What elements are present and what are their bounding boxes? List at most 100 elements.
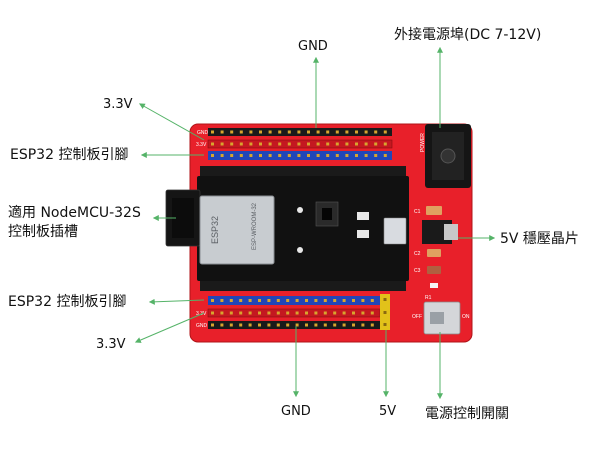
header-pin	[345, 130, 349, 134]
label-3v3-bottom: 3.3V	[96, 337, 126, 352]
header-pin	[211, 323, 214, 327]
header-pin	[276, 323, 280, 327]
label-5v-bottom: 5V	[379, 404, 397, 419]
header-pin	[383, 298, 387, 301]
header-pin	[239, 154, 243, 157]
header-pin	[345, 142, 349, 146]
header-pin	[383, 323, 387, 326]
header-pin	[239, 299, 243, 302]
header-pin	[286, 323, 290, 327]
header-pin	[211, 299, 214, 302]
label-gnd-top: GND	[298, 39, 328, 54]
header-pin	[220, 323, 224, 327]
header-pin	[249, 154, 253, 157]
header-pin	[342, 311, 346, 315]
header-pin	[355, 154, 358, 157]
silk-off: OFF	[412, 314, 422, 320]
arrow-esp32-pins-bottom	[148, 298, 205, 305]
header-pin	[220, 154, 224, 157]
header-pin	[314, 323, 318, 327]
header-pin	[276, 311, 280, 315]
header-pin	[307, 154, 310, 157]
header-pin	[355, 130, 358, 134]
label-power-switch: 電源控制開關	[425, 406, 509, 422]
header-pin	[295, 323, 299, 327]
header-pin	[333, 299, 337, 302]
header-pin	[286, 299, 290, 302]
header-pin	[333, 311, 337, 315]
label-socket-line1: 適用 NodeMCU-32S	[8, 205, 141, 221]
header-pin	[220, 311, 224, 315]
header-pin	[383, 130, 387, 134]
header-pin	[278, 154, 282, 157]
header-pin	[342, 323, 346, 327]
capacitor	[427, 266, 441, 274]
header-pin	[333, 323, 337, 327]
silk-on: ON	[462, 314, 470, 320]
bottom-signal-header	[208, 296, 380, 305]
top-gnd-header	[208, 128, 392, 136]
header-pin	[345, 154, 349, 157]
header-pin	[259, 142, 262, 146]
header-pin	[211, 311, 214, 315]
header-pin	[249, 142, 253, 146]
header-pin	[230, 130, 234, 134]
led	[430, 283, 438, 288]
header-pin	[220, 299, 224, 302]
header-pin	[335, 130, 339, 134]
capacitor	[427, 249, 441, 257]
header-pin	[267, 323, 271, 327]
header-pin	[295, 311, 299, 315]
header-pin	[364, 142, 368, 146]
header-pin	[361, 311, 365, 315]
header-pin	[229, 323, 233, 327]
header-pin	[364, 154, 368, 157]
header-pin	[239, 311, 243, 315]
header-pin	[326, 154, 330, 157]
header-pin	[323, 299, 327, 302]
5v-header	[380, 294, 390, 330]
header-pin	[295, 299, 299, 302]
header-pin	[335, 154, 339, 157]
silk-gnd-top: GND	[197, 130, 209, 136]
header-pin	[374, 142, 378, 146]
header-pin	[364, 130, 368, 134]
header-pin	[278, 142, 282, 146]
label-esp32-pins-top: ESP32 控制板引腳	[10, 147, 129, 163]
header-pin	[305, 323, 308, 327]
header-pin	[383, 311, 387, 314]
header-pin	[297, 142, 301, 146]
header-pin	[229, 311, 233, 315]
header-pin	[229, 299, 233, 302]
power-switch	[423, 301, 461, 335]
silk-3v3-top: 3.3V	[196, 142, 207, 148]
label-socket-line2: 控制板插槽	[8, 224, 78, 240]
header-pin	[352, 323, 355, 327]
label-esp32-pins-bottom: ESP32 控制板引腳	[8, 294, 127, 310]
header-pin	[361, 299, 365, 302]
header-pin	[352, 311, 355, 315]
module-name: ESP-WROOM-32	[252, 202, 258, 250]
header-pin	[326, 130, 330, 134]
header-pin	[211, 130, 214, 134]
bottom-3v3-header	[207, 308, 381, 318]
header-pin	[314, 311, 318, 315]
socket-header-bottom	[200, 281, 406, 291]
power-jack	[425, 124, 471, 188]
header-pin	[287, 142, 291, 146]
header-pin	[278, 130, 282, 134]
header-pin	[287, 130, 291, 134]
header-pin	[305, 299, 308, 302]
header-pin	[361, 323, 365, 327]
header-pin	[370, 311, 374, 315]
header-pin	[258, 299, 261, 302]
silk-gnd-bottom: GND	[196, 323, 208, 329]
header-pin	[258, 311, 261, 315]
top-signal-header	[208, 151, 392, 160]
header-pin	[316, 154, 320, 157]
header-pin	[258, 323, 261, 327]
label-3v3-top: 3.3V	[103, 97, 133, 112]
header-pin	[314, 299, 318, 302]
silk-c2: C2	[414, 251, 421, 257]
nodemcu-32s-module: ESP32 ESP-WROOM-32	[165, 176, 409, 281]
